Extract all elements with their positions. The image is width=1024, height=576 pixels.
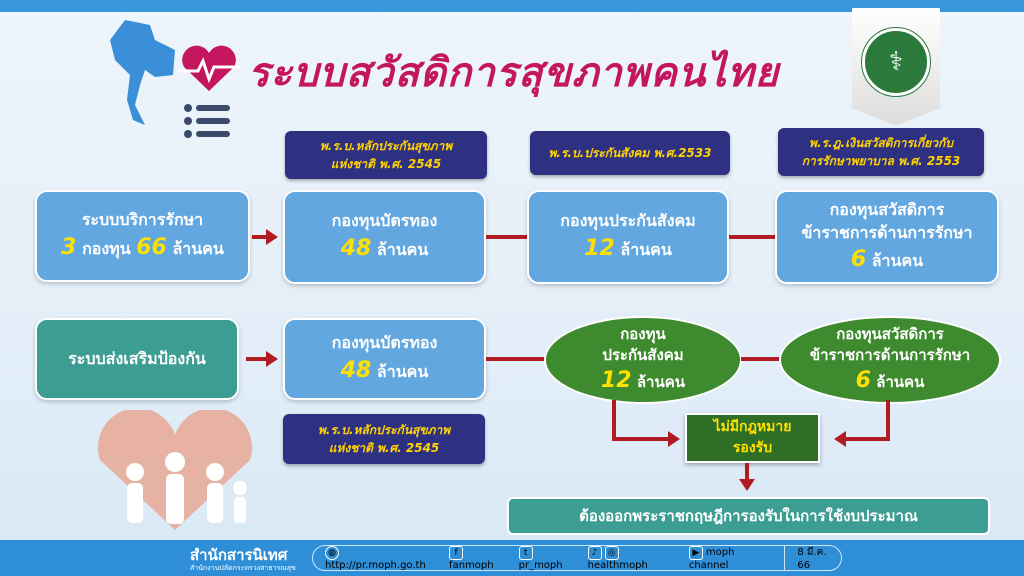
heart-pulse-icon	[178, 45, 240, 91]
fund-name-2: ข้าราชการด้านการรักษา	[801, 223, 973, 243]
fund-name: กองทุนบัตรทอง	[331, 211, 438, 231]
family-heart-illustration	[98, 410, 252, 530]
social-security-fund-box: กองทุนประกันสังคม 12 ล้านคน	[527, 190, 729, 284]
tiktok-instagram-link[interactable]: ♪◎healthmoph	[587, 545, 679, 571]
arrow-head	[266, 229, 278, 245]
law-label-2: พ.ร.บ.ประกันสังคม พ.ศ.2533	[530, 131, 730, 175]
arrow-head	[266, 351, 278, 367]
connector	[486, 357, 546, 361]
instagram-icon: ◎	[604, 545, 619, 560]
unit: ล้านคน	[876, 372, 925, 391]
fund-name-2: ประกันสังคม	[602, 345, 684, 364]
checklist-icon	[184, 104, 230, 138]
twitter-link[interactable]: tpr_moph	[518, 545, 578, 571]
social-links: ◍http://pr.moph.go.th ffanmoph tpr_moph …	[312, 545, 842, 571]
unit: ล้านคน	[620, 239, 672, 259]
social-security-fund-ellipse: กองทุน ประกันสังคม 12 ล้านคน	[544, 316, 742, 404]
gold-card-fund-box-2: กองทุนบัตรทอง 48 ล้านคน	[283, 318, 486, 400]
fund-name: กองทุนประกันสังคม	[560, 211, 696, 231]
no-law-line2: รองรับ	[732, 440, 773, 456]
fund-name: กองทุนบัตรทอง	[331, 333, 438, 353]
fund-num: 48	[340, 357, 372, 383]
arrow	[612, 400, 616, 440]
connector	[729, 235, 776, 239]
youtube-text: moph channel	[688, 546, 735, 571]
caduceus-icon: ⚕	[861, 27, 931, 97]
label-line: ระบบบริการรักษา	[81, 210, 204, 230]
arrow-head	[668, 431, 680, 447]
law-label-3: พ.ร.ฎ.เงินสวัสดิการเกี่ยวกับ การรักษาพยา…	[778, 128, 984, 176]
conclusion-box: ต้องออกพระราชกฤษฎีการองรับในการใช้งบประม…	[507, 497, 990, 535]
fund-num: 12	[600, 367, 632, 393]
arrow	[252, 235, 268, 239]
label-mid: กองทุน	[82, 238, 131, 258]
no-law-line1: ไม่มีกฎหมาย	[713, 419, 792, 435]
thailand-map-icon	[110, 20, 175, 125]
fund-name: กองทุนสวัสดิการ	[829, 199, 945, 219]
arrow	[886, 400, 890, 440]
label: ระบบส่งเสริมป้องกัน	[68, 349, 206, 369]
youtube-icon: ▶	[688, 545, 703, 560]
facebook-link[interactable]: ffanmoph	[449, 545, 509, 571]
fund-name-2: ข้าราชการด้านการรักษา	[809, 345, 971, 364]
unit: ล้านคน	[376, 239, 429, 259]
unit: ล้านคน	[636, 372, 686, 391]
fund-num: 48	[340, 235, 372, 261]
arrow-head	[834, 431, 846, 447]
civil-servant-fund-ellipse: กองทุนสวัสดิการ ข้าราชการด้านการรักษา 6 …	[779, 316, 1001, 404]
fund-name: กองทุนสวัสดิการ	[836, 324, 944, 343]
twitter-icon: t	[518, 545, 533, 560]
treatment-system-box: ระบบบริการรักษา 3 กองทุน 66 ล้านคน	[35, 190, 250, 282]
youtube-link[interactable]: ▶moph channel	[688, 545, 774, 571]
fund-count: 3	[61, 234, 77, 260]
arrow-head	[739, 479, 755, 491]
tiktok-icon: ♪	[587, 545, 602, 560]
fund-num: 12	[584, 235, 615, 261]
arrow	[846, 437, 890, 441]
fund-name: กองทุน	[620, 324, 666, 343]
website-link[interactable]: ◍http://pr.moph.go.th	[325, 545, 439, 571]
civil-servant-fund-box: กองทุนสวัสดิการ ข้าราชการด้านการรักษา 6 …	[775, 190, 999, 284]
page-title: ระบบสวัสดิการสุขภาพคนไทย	[248, 50, 780, 96]
tiktok-ig-text: healthmoph	[587, 559, 648, 571]
arrow	[745, 463, 749, 481]
twitter-text: pr_moph	[518, 559, 563, 571]
facebook-icon: f	[449, 545, 464, 560]
law-label-1: พ.ร.บ.หลักประกันสุขภาพ แห่งชาติ พ.ศ. 254…	[285, 131, 487, 179]
unit: ล้านคน	[376, 361, 429, 381]
prevention-system-box: ระบบส่งเสริมป้องกัน	[35, 318, 239, 400]
globe-icon: ◍	[325, 545, 339, 560]
arrow	[612, 437, 670, 441]
fund-num: 6	[855, 367, 871, 393]
org-sub: สำนักงานปลัดกระทรวงสาธารณสุข	[190, 564, 296, 572]
unit: ล้านคน	[172, 238, 224, 258]
people-count: 66	[136, 234, 167, 260]
unit: ล้านคน	[871, 251, 924, 271]
moph-logo-badge: ⚕	[852, 8, 940, 126]
top-bar	[0, 0, 1024, 12]
fund-num: 6	[850, 247, 867, 273]
website-text: http://pr.moph.go.th	[325, 559, 426, 571]
org-name: สำนักสารนิเทศ	[190, 546, 288, 564]
connector	[486, 235, 528, 239]
connector	[741, 357, 781, 361]
no-law-box: ไม่มีกฎหมายรองรับ	[685, 413, 820, 463]
facebook-text: fanmoph	[449, 559, 494, 571]
law-label-4: พ.ร.บ.หลักประกันสุขภาพ แห่งชาติ พ.ศ. 254…	[283, 414, 485, 464]
gold-card-fund-box: กองทุนบัตรทอง 48 ล้านคน	[283, 190, 486, 284]
arrow	[246, 357, 268, 361]
date: 8 มี.ค. 66	[784, 545, 841, 571]
